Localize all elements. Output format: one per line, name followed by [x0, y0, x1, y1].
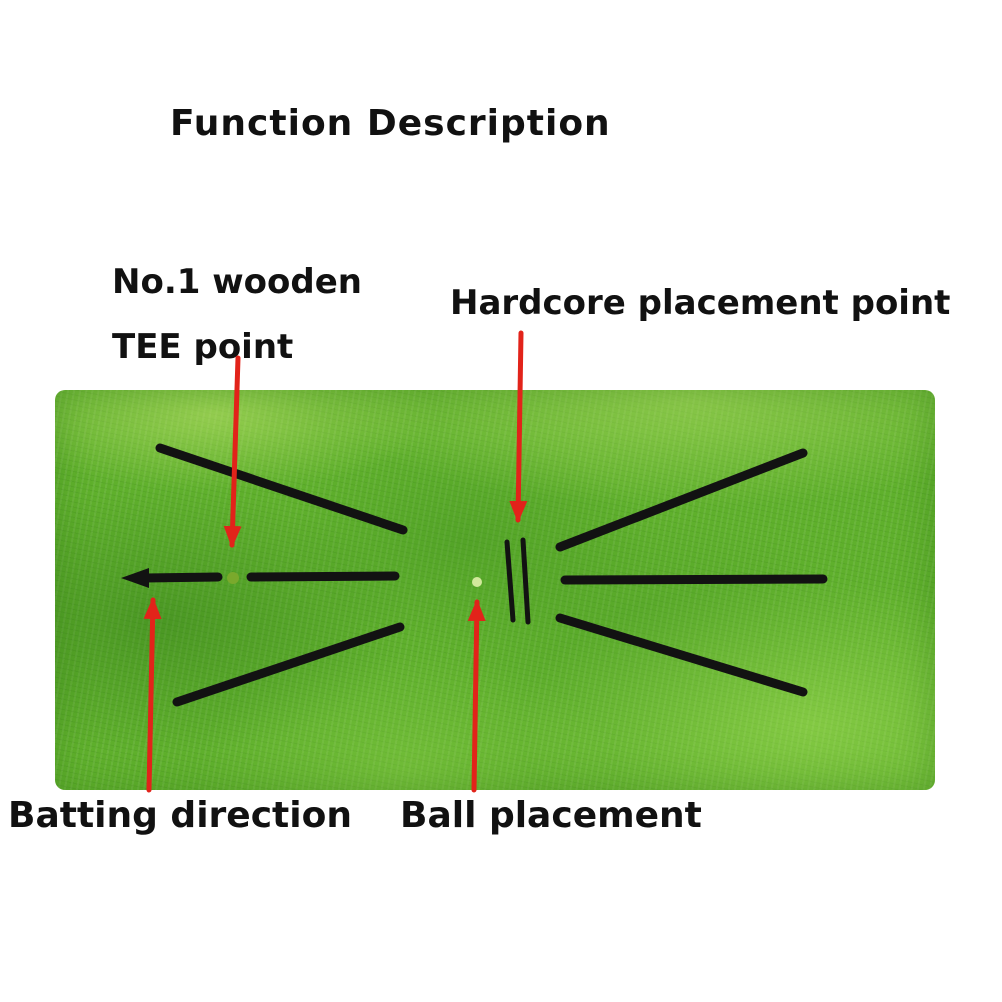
label-tee-point: No.1 wooden TEE point [112, 250, 362, 379]
label-batting-direction: Batting direction [8, 795, 352, 836]
mat-black-lines [140, 443, 828, 707]
ball-placement-dot [472, 577, 482, 587]
hardcore-tick-left [504, 539, 516, 623]
hardcore-tick-right [520, 537, 531, 625]
upper-right-line [555, 448, 808, 552]
middle-right-line [560, 574, 828, 585]
tee-point-dot [227, 572, 239, 584]
middle-left-line-b [246, 571, 400, 582]
batting-direction-arrowhead [121, 568, 149, 588]
label-tee-line1: No.1 wooden [112, 262, 362, 302]
mat-markings [121, 443, 828, 707]
upper-left-line [155, 443, 408, 535]
page-title: Function Description [170, 103, 611, 144]
label-hardcore-placement: Hardcore placement point [450, 283, 951, 323]
lower-left-line [172, 622, 405, 707]
label-tee-line2: TEE point [112, 326, 294, 367]
lower-right-line [555, 613, 808, 697]
golf-swing-mat [55, 390, 935, 790]
label-ball-placement: Ball placement [400, 795, 702, 836]
middle-left-line-a [140, 572, 223, 583]
